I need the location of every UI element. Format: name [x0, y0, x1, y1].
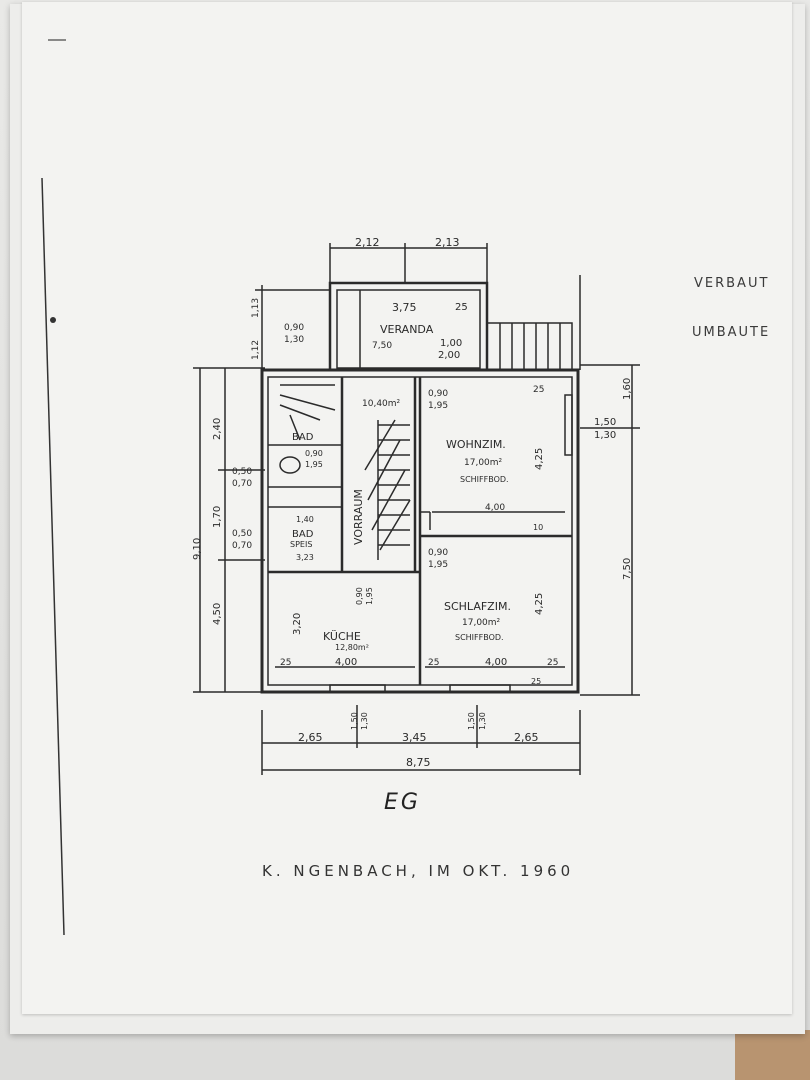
margin-note-verbaut: VERBAUT	[694, 276, 770, 291]
schlafzim-area: 17,00m²	[462, 618, 501, 628]
plan-caption: K. NGENBACH, IM OKT. 1960	[262, 862, 575, 880]
dim-left-112: 1,12	[251, 340, 261, 360]
dim-wohn-425: 4,25	[534, 448, 545, 470]
dim-bad-195: 1,95	[305, 460, 323, 469]
dim-left-130: 1,30	[284, 335, 304, 345]
wohnzim-area: 17,00m²	[464, 458, 503, 468]
dim-left-070a: 0,70	[232, 479, 252, 489]
dim-wohn-10: 10	[533, 523, 543, 532]
dim-left-450: 4,50	[212, 603, 223, 625]
dim-bottom-875: 8,75	[406, 756, 431, 769]
veranda-d2: 1,00	[440, 338, 462, 349]
dim-right-750: 7,50	[622, 558, 633, 580]
vorraum-label: VORRAUM	[352, 489, 365, 545]
dim-left-910: 9,10	[192, 538, 203, 560]
dim-misc: 1,40	[296, 515, 314, 524]
schlafzim-floor: SCHIFFBOD.	[455, 633, 504, 642]
wohnzim-label: WOHNZIM.	[446, 438, 506, 451]
dim-bottom-265b: 2,65	[514, 731, 539, 744]
dim-right-160: 1,60	[622, 378, 633, 400]
dim-schl-400: 4,00	[485, 657, 507, 668]
binding-line	[41, 177, 65, 936]
dim-schlaf-door-195: 1,95	[428, 560, 448, 570]
veranda-d3: 2,00	[438, 350, 460, 361]
schlafzim-label: SCHLAFZIM.	[444, 600, 511, 613]
dim-kue-320: 3,20	[292, 613, 303, 635]
dim-bottom-265a: 2,65	[298, 731, 323, 744]
dim-win-150a: 1,50	[350, 712, 359, 730]
dim-wohn-400: 4,00	[485, 503, 505, 513]
dim-win-150b: 1,50	[467, 712, 476, 730]
dim-door-195: 1,95	[428, 401, 448, 411]
dim-door-090: 0,90	[428, 389, 448, 399]
veranda-label: VERANDA	[380, 323, 434, 336]
floor-title: EG	[384, 790, 421, 815]
paper-sheet	[22, 2, 792, 1014]
dim-left-170: 1,70	[212, 506, 223, 528]
speis-dim: 3,23	[296, 553, 314, 562]
dim-bad-090: 0,90	[305, 449, 323, 458]
dim-kue-25b: 25	[428, 658, 439, 668]
dim-left-113: 1,13	[251, 298, 261, 318]
bad2-label: BAD	[292, 529, 314, 540]
dim-left-050a: 0,50	[232, 467, 252, 477]
dim-right-150: 1,50	[594, 417, 616, 428]
dim-kue-400: 4,00	[335, 657, 357, 668]
veranda-dim: 3,75	[392, 301, 417, 314]
dim-schlaf-door-090: 0,90	[428, 548, 448, 558]
wooden-table-edge	[735, 1030, 810, 1080]
vorraum-area: 10,40m²	[362, 399, 401, 409]
bad-label: BAD	[292, 432, 314, 443]
kueche-area: 12,80m²	[335, 643, 369, 652]
dim-schlaf-425: 4,25	[534, 593, 545, 615]
margin-note-umbaute: UMBAUTE	[692, 325, 771, 340]
veranda-25: 25	[455, 302, 468, 313]
dim-win-130b: 1,30	[478, 712, 487, 730]
dim-vor-25: 25	[533, 385, 544, 395]
dim-right-130: 1,30	[594, 430, 616, 441]
veranda-d1: 7,50	[372, 341, 392, 351]
dim-left-240: 2,40	[212, 418, 223, 440]
dim-win-130a: 1,30	[360, 712, 369, 730]
wohnzim-floor: SCHIFFBOD.	[460, 475, 509, 484]
speis-label: SPEIS	[290, 540, 312, 549]
dim-bottom-345: 3,45	[402, 731, 427, 744]
dim-left-050b: 0,50	[232, 529, 252, 539]
dim-vor-195: 1,95	[365, 587, 374, 605]
dim-left-070b: 0,70	[232, 541, 252, 551]
dim-vor-090: 0,90	[355, 587, 364, 605]
dim-top-right: 2,13	[435, 236, 460, 249]
dim-schl-25b: 25	[531, 677, 541, 686]
dim-kue-25a: 25	[280, 658, 291, 668]
dim-schl-25: 25	[547, 658, 558, 668]
dim-top-left: 2,12	[355, 236, 380, 249]
dim-left-090: 0,90	[284, 323, 304, 333]
kueche-label: KÜCHE	[323, 630, 361, 643]
